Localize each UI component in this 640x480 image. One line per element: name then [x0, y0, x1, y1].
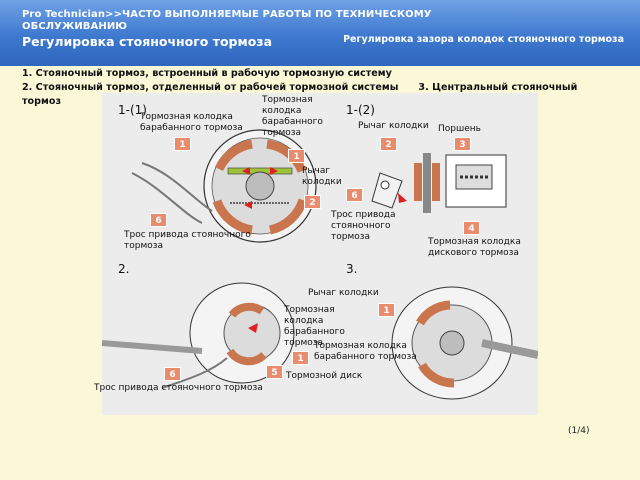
label-piston: Поршень [438, 124, 481, 134]
badge-5: 6 [346, 188, 363, 202]
badge-9: 1 [378, 303, 395, 317]
page-indicator: (1/4) [568, 426, 590, 436]
badge-12: 6 [164, 367, 181, 381]
breadcrumb[interactable]: Pro Technician>>ЧАСТО ВЫПОЛНЯЕМЫЕ РАБОТЫ… [22, 9, 432, 32]
drum-brake-1-1 [131, 129, 317, 243]
label-shoe-lever-b: Рычаг колодки [302, 166, 342, 187]
badge-7: 6 [150, 213, 167, 227]
label-disc-pad: Тормозная колодка дискового тормоза [428, 237, 521, 258]
label-brake-disc: Тормозной диск [286, 371, 363, 381]
label-drum-shoe-d: Тормозная колодка барабанного тормоза [314, 341, 417, 362]
badge-10: 1 [292, 351, 309, 365]
label-drum-shoe-c: Тормозная колодка барабанного тормоза [284, 305, 345, 348]
brake-diagram [102, 129, 538, 400]
badge-8: 4 [463, 221, 480, 235]
central-brake-3 [391, 286, 538, 400]
badge-1: 1 [174, 137, 191, 151]
intro-text: 1. Стояночный тормоз, встроенный в рабоч… [22, 68, 578, 107]
badge-6: 2 [304, 195, 321, 209]
badge-2: 1 [288, 149, 305, 163]
label-drum-shoe-b: Тормозная колодка барабанного тормоза [262, 95, 323, 138]
section-1-1: 1-(1) [118, 103, 147, 117]
section-1-2: 1-(2) [346, 103, 375, 117]
label-shoe-lever-a: Рычаг колодки [358, 121, 429, 131]
drum-brake-2 [102, 282, 295, 389]
badge-11: 5 [266, 365, 283, 379]
badge-3: 2 [380, 137, 397, 151]
section-3: 3. [346, 262, 358, 276]
label-cable-b: Трос привода стояночного тормоза [331, 210, 396, 242]
badge-4: 3 [454, 137, 471, 151]
figure-panel: 1-(1) 1-(2) 2. 3. Тормозная колодка бара… [94, 93, 538, 415]
label-cable-c: Трос привода стояночного тормоза [94, 383, 263, 393]
label-drum-shoe-a: Тормозная колодка барабанного тормоза [140, 112, 243, 133]
section-2: 2. [118, 262, 130, 276]
page-title: Регулировка стояночного тормоза [22, 34, 272, 49]
page-subtitle: Регулировка зазора колодок стояночного т… [343, 34, 624, 45]
label-shoe-lever-c: Рычаг колодки [308, 288, 379, 298]
disc-caliper-1-2 [371, 153, 507, 213]
header-bar: Pro Technician>>ЧАСТО ВЫПОЛНЯЕМЫЕ РАБОТЫ… [0, 0, 640, 66]
label-cable-a: Трос привода стояночного тормоза [124, 230, 251, 251]
